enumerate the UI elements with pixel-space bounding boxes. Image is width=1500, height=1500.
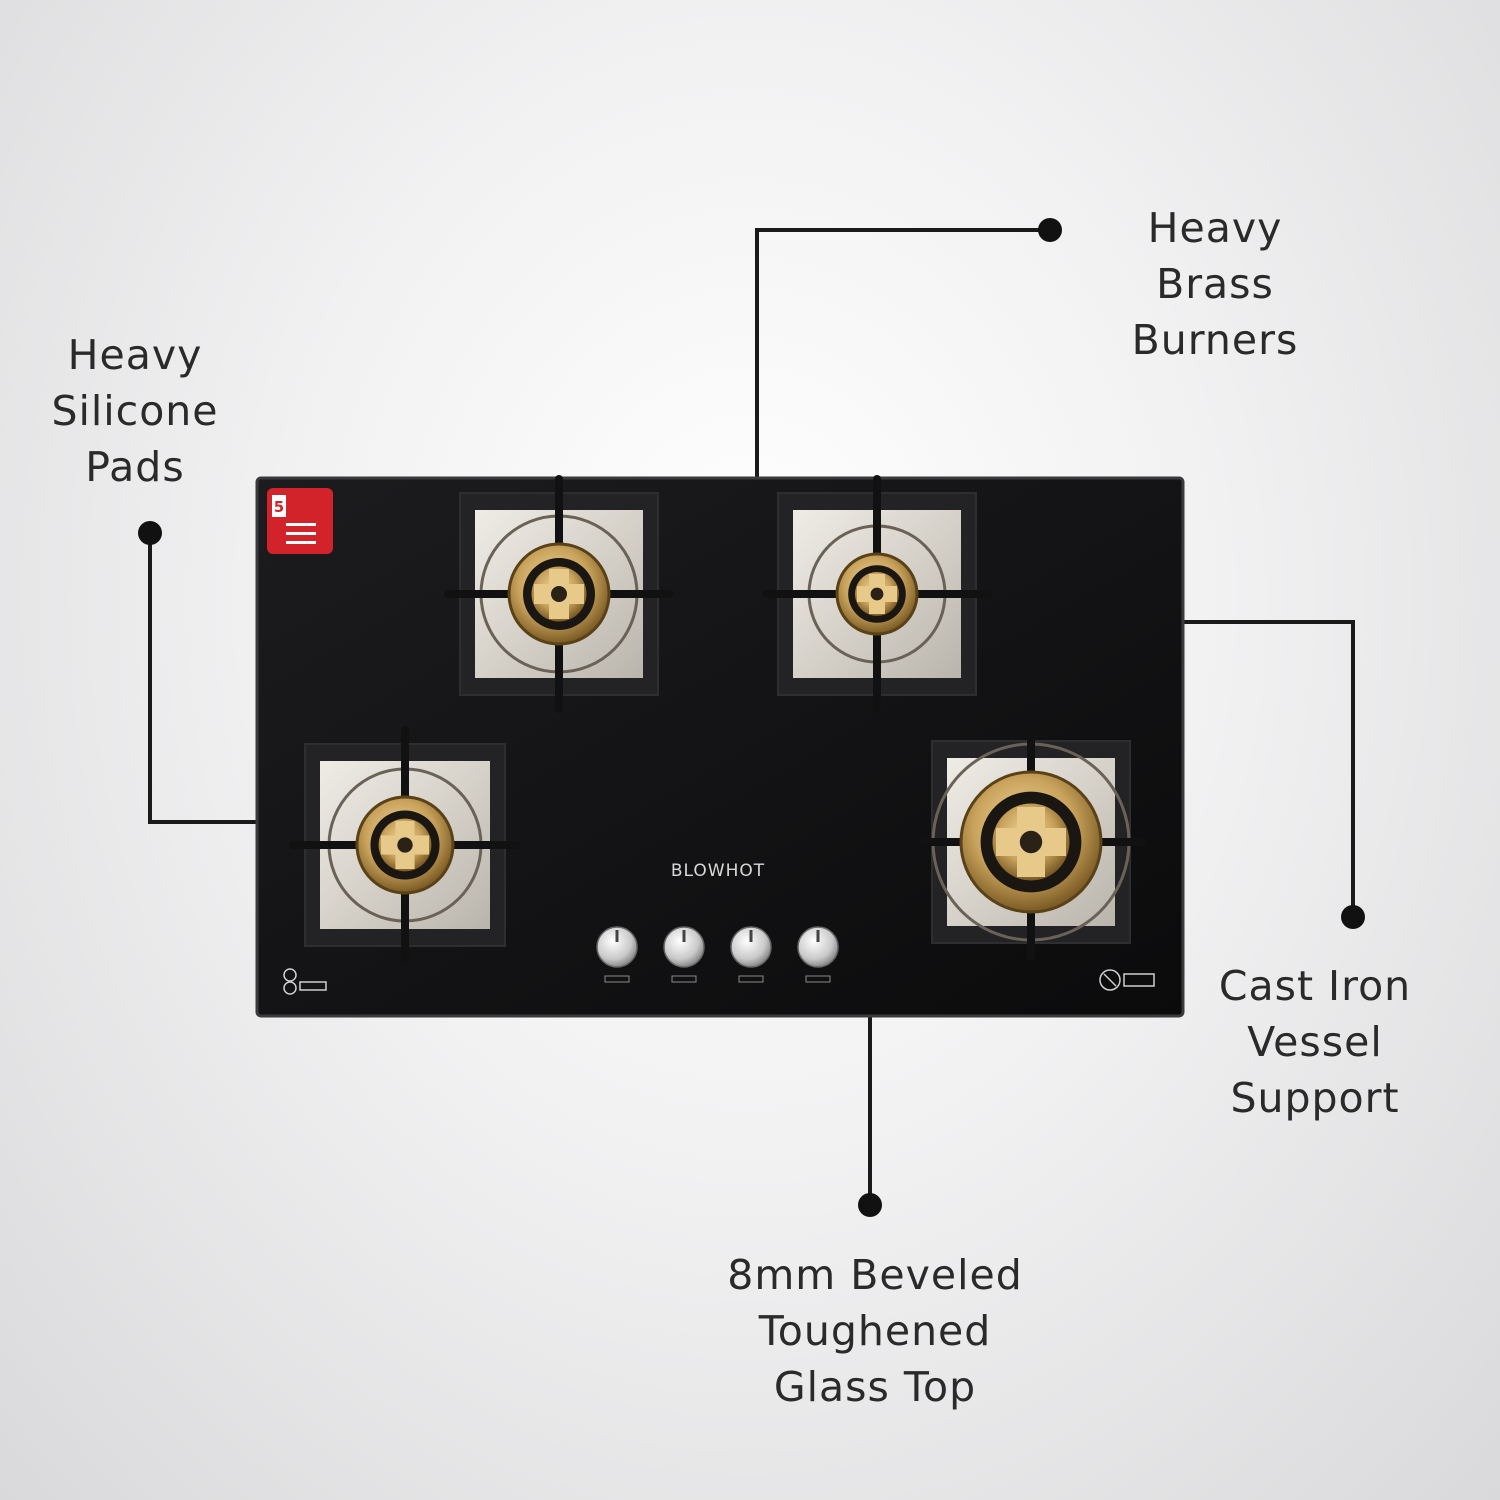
silicone-pads-leader xyxy=(148,533,257,824)
brass-burners-leader xyxy=(755,228,1050,478)
burner-bottom-left xyxy=(289,726,521,964)
vessel-support-leader xyxy=(1183,620,1355,917)
callout-line: Heavy xyxy=(1147,204,1283,252)
callout-line: Glass Top xyxy=(773,1363,977,1411)
glass-top-dot xyxy=(858,1193,882,1217)
burner-top-right xyxy=(762,475,992,713)
control-knob[interactable] xyxy=(797,926,839,983)
brand-logo: BLOWHOT xyxy=(671,861,765,881)
silicone-pads-dot xyxy=(138,521,162,545)
burner-top-left xyxy=(444,475,674,713)
callout-line: Silicone xyxy=(51,387,219,435)
callout-line: 8mm Beveled xyxy=(727,1251,1023,1299)
callout-silicone-pads: Heavy Silicone Pads xyxy=(10,327,260,495)
callout-vessel-support: Cast Iron Vessel Support xyxy=(1170,958,1460,1126)
warranty-badge: 5 xyxy=(267,488,333,554)
control-knob[interactable] xyxy=(663,926,705,983)
svg-text:5: 5 xyxy=(274,498,284,516)
burner-bottom-right xyxy=(916,723,1146,961)
callout-line: Burners xyxy=(1131,316,1299,364)
control-knob[interactable] xyxy=(730,926,772,983)
callout-line: Pads xyxy=(85,443,185,491)
brass-burners-dot xyxy=(1038,218,1062,242)
callout-line: Vessel xyxy=(1247,1018,1383,1066)
vessel-support-dot xyxy=(1341,905,1365,929)
callout-line: Cast Iron xyxy=(1218,962,1412,1010)
callout-line: Heavy xyxy=(67,331,203,379)
callout-line: Support xyxy=(1230,1074,1400,1122)
certification-mark-right xyxy=(1099,969,1155,991)
callout-glass-top: 8mm Beveled Toughened Glass Top xyxy=(650,1247,1100,1415)
callout-line: Brass xyxy=(1156,260,1274,308)
callout-line: Toughened xyxy=(758,1307,992,1355)
control-knob[interactable] xyxy=(596,926,638,983)
callout-brass-burners: Heavy Brass Burners xyxy=(1070,200,1360,368)
certification-mark-left xyxy=(283,968,327,995)
